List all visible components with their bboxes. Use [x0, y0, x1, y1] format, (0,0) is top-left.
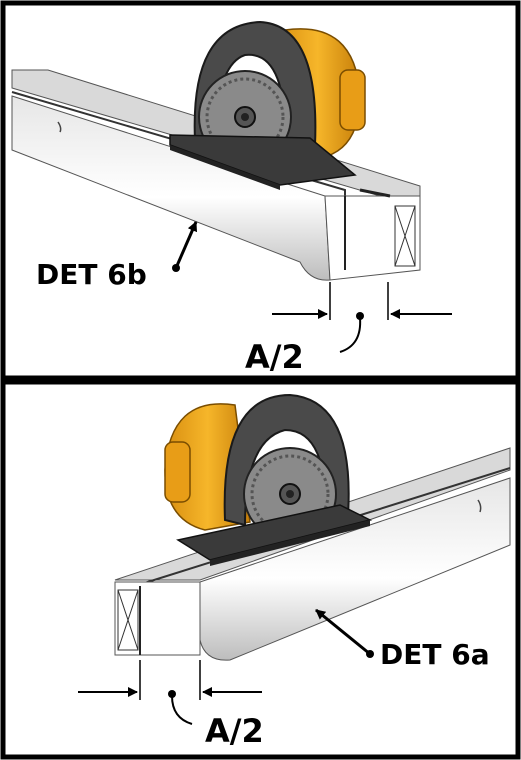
dimension-label-a2-bottom: A/2 — [205, 712, 264, 750]
circular-saw-bottom — [164, 393, 373, 566]
callout-arrow — [315, 608, 371, 656]
callout-det-6b: DET 6b — [36, 221, 198, 291]
dimension-a2-top: A/2 — [245, 282, 452, 376]
callout-dot — [172, 264, 180, 272]
detail-label-det-6b: DET 6b — [36, 258, 147, 291]
dimension-label-a2-top: A/2 — [245, 338, 304, 376]
dimension-a2-bottom: A/2 — [78, 660, 264, 750]
circular-saw-top — [169, 20, 366, 190]
panel-bottom: DET 6a A/2 — [0, 379, 521, 760]
callout-det-6a: DET 6a — [315, 608, 490, 671]
panel-top: DET 6b A/2 — [0, 0, 521, 381]
callout-arrow — [174, 221, 198, 269]
detail-label-det-6a: DET 6a — [380, 638, 490, 671]
callout-dot — [366, 650, 374, 658]
